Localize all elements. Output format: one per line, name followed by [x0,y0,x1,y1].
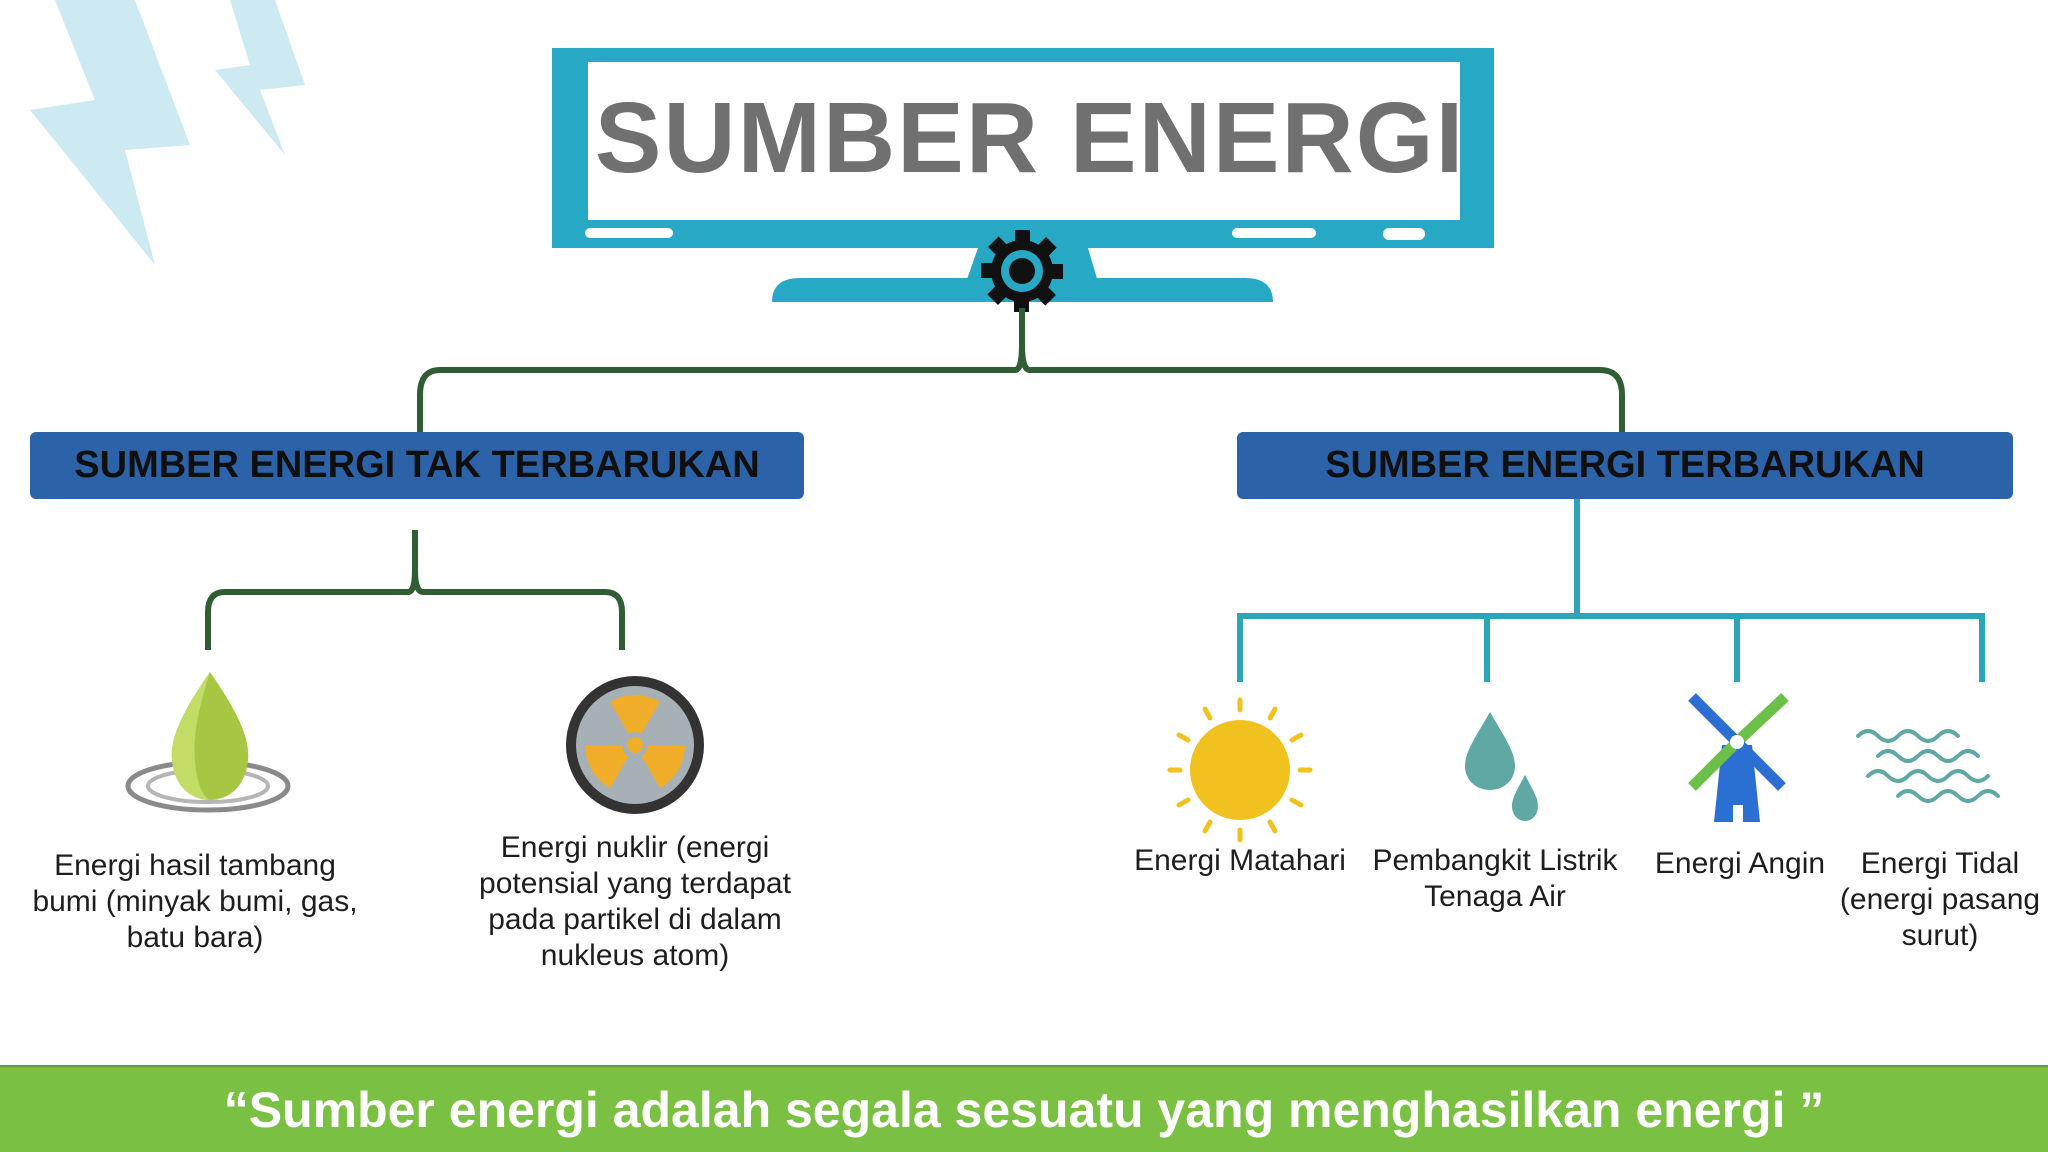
label-nuclear-energy: Energi nuklir (energi potensial yang ter… [479,831,791,972]
radiation-icon [566,676,704,814]
renewable-connector-tree [1237,499,1985,682]
page-title: SUMBER ENERGI [594,81,1466,194]
category-nonrenewable: SUMBER ENERGI TAK TERBARUKAN [30,432,804,499]
windmill-icon [1688,692,1789,822]
label-solar-energy: Energi Matahari [1134,844,1346,877]
waves-icon [1856,729,2000,803]
water-drops-icon [1465,712,1538,821]
label-wind-energy: Energi Angin [1654,847,1826,880]
category-renewable: SUMBER ENERGI TERBARUKAN [1237,432,2013,499]
lightning-bolt-icon [30,0,305,265]
gear-icon [981,230,1063,312]
label-fossil-energy: Energi hasil tambang bumi (minyak bumi, … [32,849,358,954]
label-tidal-energy: Energi Tidal (energi pasang surut) [1839,847,2041,952]
sun-icon [1167,697,1313,843]
main-bracket-connector [417,308,1625,432]
footer-quote: “Sumber energi adalah segala sesuatu yan… [0,1065,2048,1152]
label-hydro-energy: Pembangkit Listrik Tenaga Air [1372,844,1618,913]
nonrenewable-bracket-connector [205,530,625,650]
oil-drop-icon [125,672,291,813]
